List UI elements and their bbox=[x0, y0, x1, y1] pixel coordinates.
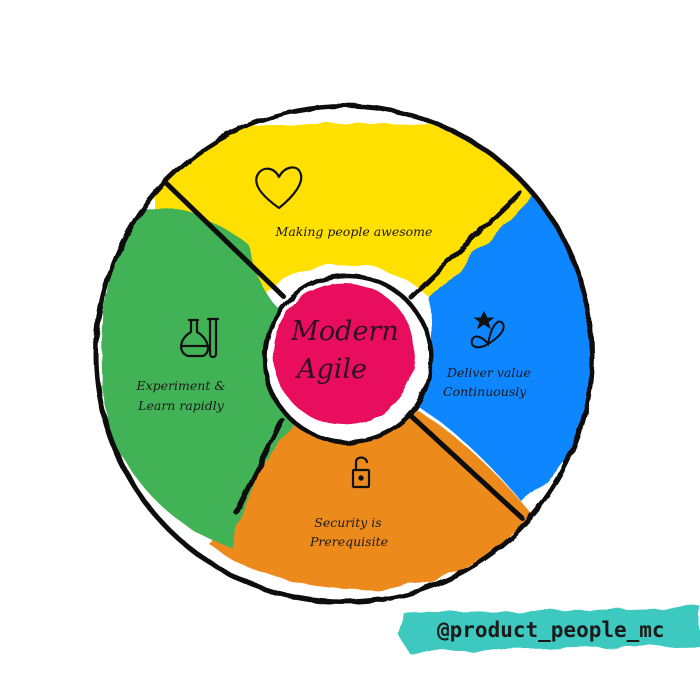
heart-icon bbox=[255, 166, 303, 210]
watermark-brush bbox=[398, 606, 700, 652]
center-title-line-2: Agile bbox=[294, 354, 367, 385]
segment-deliver-value bbox=[420, 180, 591, 502]
flask-icon bbox=[180, 317, 220, 359]
watermark-handle: @product_people_mc bbox=[437, 618, 665, 642]
watermark: @product_people_mc bbox=[398, 606, 700, 652]
outer-ring bbox=[93, 103, 595, 605]
segment-label-experiment: Experiment & Learn rapidly bbox=[136, 378, 226, 413]
label-security-is: Security is bbox=[314, 515, 381, 530]
padlock-icon bbox=[351, 456, 371, 489]
center-hub: Modern Agile bbox=[262, 273, 434, 445]
label-experiment: Experiment & bbox=[136, 378, 226, 393]
divider-lines bbox=[163, 180, 525, 521]
segment-label-security: Security is Prerequisite bbox=[309, 515, 388, 549]
label-prerequisite: Prerequisite bbox=[309, 534, 388, 549]
segment-label-awesome: Making people awesome bbox=[275, 224, 433, 239]
segment-label-value: Deliver value Continuously bbox=[443, 365, 531, 399]
center-title-line-1: Modern bbox=[290, 316, 398, 347]
segment-experiment-learn bbox=[102, 209, 294, 548]
label-learn-rapidly: Learn rapidly bbox=[137, 398, 225, 413]
label-making-people-awesome: Making people awesome bbox=[275, 224, 433, 239]
center-circle bbox=[273, 283, 415, 425]
infinity-icon bbox=[470, 310, 505, 349]
label-continuously: Continuously bbox=[443, 384, 527, 399]
label-deliver-value: Deliver value bbox=[446, 365, 531, 380]
